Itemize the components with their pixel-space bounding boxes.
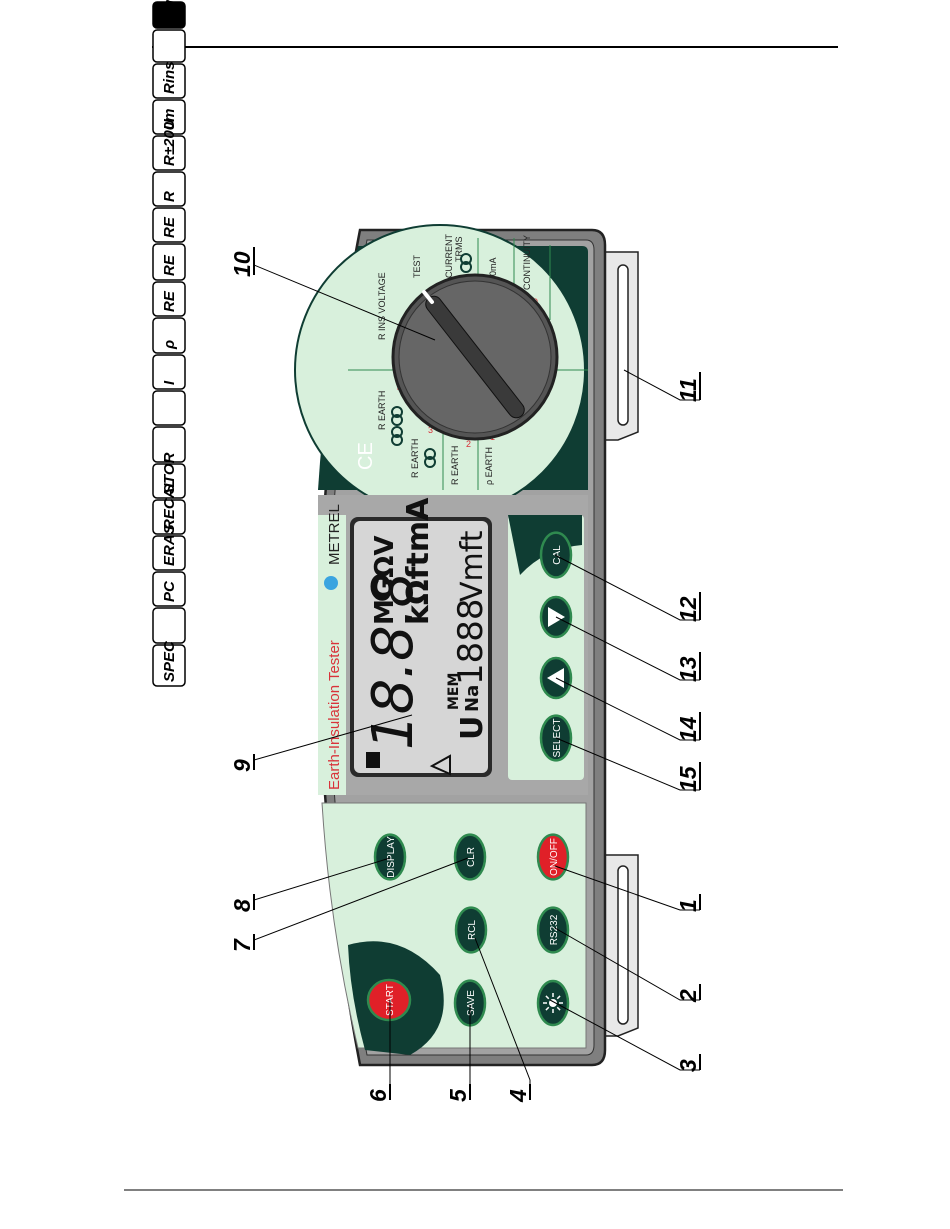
tab-label: RE xyxy=(161,290,178,312)
rotary-selector-knob[interactable] xyxy=(391,273,559,441)
tab-item-6[interactable]: RE xyxy=(152,207,186,243)
clr-button[interactable]: CLR xyxy=(453,833,487,881)
callout-number: 12 xyxy=(675,596,701,622)
callout-number: 8 xyxy=(229,899,255,912)
tab-item-0[interactable]: Gen xyxy=(152,0,186,29)
tab-label: PC xyxy=(161,580,178,602)
tab-label: SPEC xyxy=(161,640,178,682)
lcd-units-top: MGΩV xyxy=(370,536,400,625)
callout-number: 7 xyxy=(229,938,255,952)
cal-button-label: CAL xyxy=(552,545,563,565)
callout-number: 4 xyxy=(505,1089,531,1103)
lcd-screen: 18.8.8 MGΩV kΩftmA MEM U Na 1888 Vmft xyxy=(350,497,492,777)
onoff-button-label: ON/OFF xyxy=(549,838,560,876)
tab-item-18[interactable]: SPEC xyxy=(152,640,186,687)
tab-label: Rins xyxy=(161,61,178,94)
lcd-secondary-digits: 1888 xyxy=(451,598,491,685)
tab-label: I xyxy=(161,380,178,385)
tab-label: ERAS xyxy=(161,524,178,566)
ce-mark: CE xyxy=(355,442,377,470)
callout-number: 6 xyxy=(365,1089,391,1102)
dial-panel: CE ρ EARTH R EARTH R EARTH R EARTH R INS… xyxy=(294,224,588,516)
tab-item-12[interactable] xyxy=(152,426,186,463)
tab-item-1[interactable] xyxy=(152,29,186,63)
clamp-icon xyxy=(391,253,472,468)
dial-num-3: 3 xyxy=(428,425,433,435)
lcd-secondary-units: Vmft xyxy=(455,530,490,602)
warning-icon xyxy=(429,754,451,776)
dial-label-pos4: R EARTH xyxy=(377,391,387,430)
tab-item-7[interactable]: RE xyxy=(152,243,186,281)
tab-label: U xyxy=(161,118,178,130)
callout-number: 1 xyxy=(675,899,701,912)
tab-label: ρ xyxy=(161,340,178,350)
dial-label-pos7sub: TRMS xyxy=(454,237,464,263)
callout-number: 11 xyxy=(675,378,701,402)
lcd-units-bottom: kΩftmA xyxy=(401,497,436,625)
dial-label-pos3: R EARTH xyxy=(410,439,420,478)
dial-label-pos2: R EARTH xyxy=(450,446,460,485)
tab-item-5[interactable]: R xyxy=(152,171,186,207)
rcl-button-label: RCL xyxy=(467,920,478,940)
sun-icon xyxy=(543,993,563,1013)
battery-icon xyxy=(366,752,380,768)
display-section: Earth-Insulation Tester METREL 18.8.8 MG… xyxy=(318,495,588,795)
save-button-label: SAVE xyxy=(466,990,477,1016)
rs232-button-label: RS232 xyxy=(549,914,560,945)
lcd-u-symbol: U xyxy=(455,716,490,740)
callout-number: 3 xyxy=(675,1059,701,1072)
tab-item-17[interactable] xyxy=(152,607,186,644)
tab-item-11[interactable] xyxy=(152,390,186,426)
tab-label: STOR xyxy=(161,452,178,494)
onoff-button[interactable]: ON/OFF xyxy=(536,833,570,881)
callout-number: 15 xyxy=(675,765,701,792)
tab-item-8[interactable]: RE xyxy=(152,281,186,317)
lcd-mem: MEM xyxy=(446,673,462,710)
tab-label: RE xyxy=(161,216,178,238)
tab-item-4[interactable]: R±200m xyxy=(152,109,186,171)
callout-number: 13 xyxy=(675,656,701,682)
tab-item-2[interactable]: Rins xyxy=(152,61,186,99)
dial-label-pos7: CURRENT xyxy=(444,233,454,278)
brand-name: METREL xyxy=(326,504,343,565)
callout-number: 2 xyxy=(675,989,701,1003)
dial-label-pos5: R INS VOLTAGE xyxy=(377,272,387,340)
clr-button-label: CLR xyxy=(466,847,477,867)
dial-label-pos6: TEST xyxy=(412,254,422,278)
rs232-button[interactable]: RS232 xyxy=(536,906,570,954)
tab-label: RE xyxy=(161,254,178,276)
callout-number: 14 xyxy=(675,716,701,742)
backlight-button[interactable] xyxy=(536,979,570,1027)
display-button[interactable]: DISPLAY xyxy=(373,833,407,881)
display-button-label: DISPLAY xyxy=(386,836,397,878)
tab-item-16[interactable]: PC xyxy=(152,571,186,607)
tab-label: Gen xyxy=(161,0,178,24)
select-button-label: SELECT xyxy=(552,719,563,758)
tab-item-13[interactable]: STOR xyxy=(152,452,186,499)
callout-number: 10 xyxy=(229,251,255,277)
tab-item-15[interactable]: ERAS xyxy=(152,524,186,571)
tab-item-10[interactable]: I xyxy=(152,354,186,390)
device-title: Earth-Insulation Tester xyxy=(326,640,343,790)
start-button[interactable]: START xyxy=(366,978,412,1022)
callout-number: 9 xyxy=(229,759,255,772)
dial-label-pos1: ρ EARTH xyxy=(484,447,494,485)
callout-number: 5 xyxy=(445,1088,471,1102)
tab-item-9[interactable]: ρ xyxy=(152,317,186,354)
tab-label: R xyxy=(161,191,178,202)
triangle-up-icon xyxy=(547,668,564,688)
tab-label: RECAL xyxy=(161,478,178,530)
lcd-na: Na xyxy=(462,685,483,712)
tab-item-3[interactable]: U xyxy=(152,99,186,135)
tab-label: R±200m xyxy=(161,109,178,166)
rcl-button[interactable]: RCL xyxy=(454,906,488,954)
dial-num-2: 2 xyxy=(466,439,471,449)
dial-label-pos9: CONTINUITY xyxy=(522,235,532,290)
tab-item-14[interactable]: RECAL xyxy=(152,478,186,535)
mounting-bracket xyxy=(599,251,639,1037)
brand-logo-icon xyxy=(324,576,338,590)
